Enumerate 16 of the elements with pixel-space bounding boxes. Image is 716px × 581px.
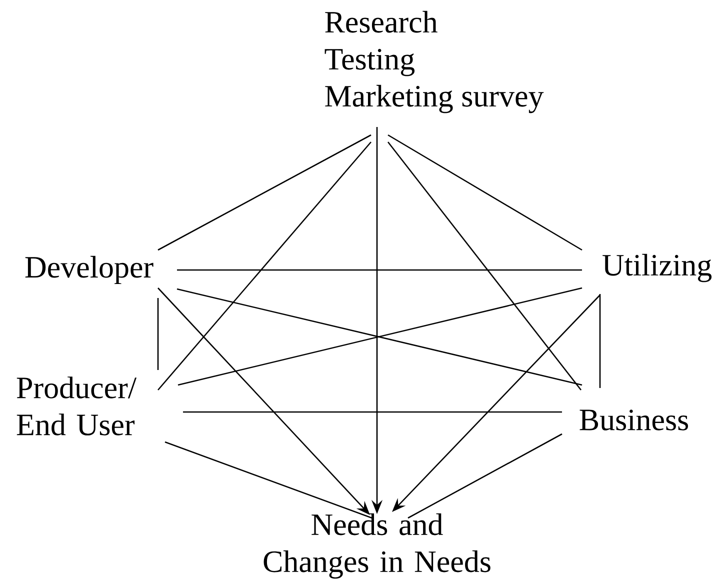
connector-line xyxy=(183,411,562,413)
node-label: Utilizing xyxy=(602,254,712,282)
connector-line xyxy=(387,142,582,390)
node-label: Needs and Changes in Needs xyxy=(264,513,490,579)
connector-line xyxy=(388,134,582,251)
connector-line xyxy=(177,269,582,271)
connector-line xyxy=(158,134,372,251)
node-label: Business xyxy=(580,410,688,430)
node-label: Research Testing Marketing survey xyxy=(324,10,544,114)
node-label: Developer xyxy=(25,256,154,284)
connector-line xyxy=(408,433,562,519)
connector-line xyxy=(157,298,159,370)
node-label: Producer/ End User xyxy=(16,376,137,436)
connector-line xyxy=(599,294,601,388)
connector-line xyxy=(164,441,372,519)
connector-line xyxy=(158,142,372,390)
